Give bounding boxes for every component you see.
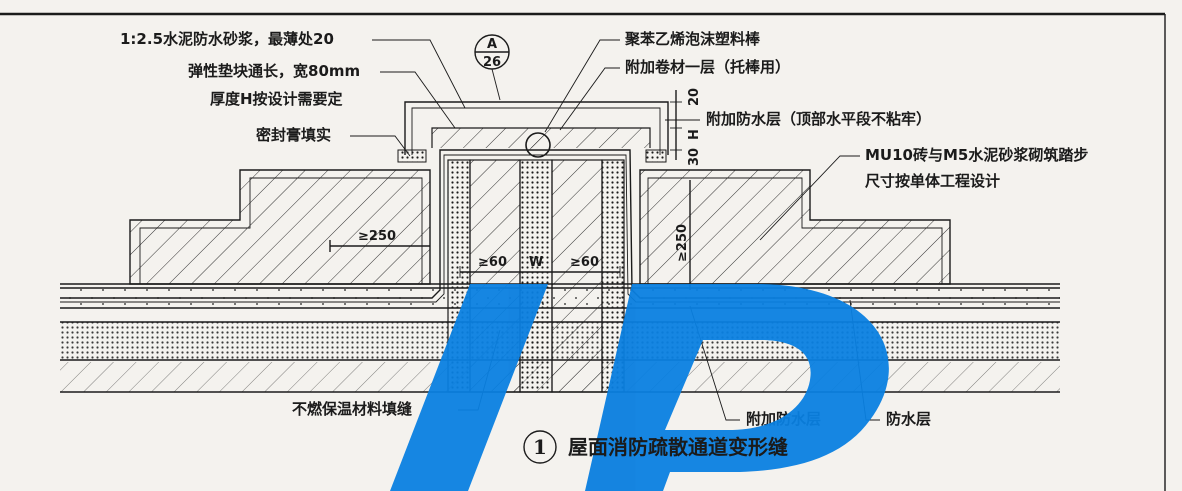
callout-top: A — [487, 37, 497, 52]
label-sealant: 密封膏填实 — [256, 126, 331, 144]
dim-30: 30 — [687, 148, 702, 166]
caption-title: 屋面消防疏散通道变形缝 — [568, 435, 788, 459]
dimensions: ≥250 ≥60 W ≥60 ≥250 20 H 30 — [329, 88, 702, 290]
joint-cover — [397, 101, 669, 163]
section-callout: A 26 — [474, 34, 510, 101]
caption: 1 屋面消防疏散通道变形缝 — [523, 430, 788, 464]
foam-rod — [525, 132, 551, 158]
label-waterproof: 防水层 — [886, 410, 931, 428]
dim-250-left: ≥250 — [358, 229, 396, 244]
right-brick-step — [639, 169, 951, 285]
label-brick-step-2: 尺寸按单体工程设计 — [865, 172, 1000, 190]
dim-60-left: ≥60 — [478, 255, 507, 270]
label-brick-step-1: MU10砖与M5水泥砂浆砌筑踏步 — [865, 146, 1088, 164]
left-brick-step — [129, 169, 431, 285]
label-foam-rod: 聚苯乙烯泡沫塑料棒 — [624, 30, 761, 48]
dim-h: H — [687, 129, 702, 140]
label-insulation-fill: 不燃保温材料填缝 — [292, 400, 412, 418]
dim-250-right: ≥250 — [675, 224, 690, 262]
caption-number: 1 — [533, 435, 547, 459]
dim-20: 20 — [687, 88, 702, 106]
watermark-logo — [390, 284, 889, 491]
label-cushion-block: 弹性垫块通长，宽80mm — [188, 62, 360, 80]
label-extra-membrane: 附加卷材一层（托棒用） — [625, 58, 790, 76]
label-extra-waterproof-top: 附加防水层（顶部水平段不粘牢） — [706, 110, 931, 128]
callout-bottom: 26 — [483, 55, 501, 70]
dim-60-right: ≥60 — [570, 255, 599, 270]
label-thickness-h: 厚度H按设计需要定 — [210, 90, 343, 108]
dim-w: W — [529, 255, 543, 270]
label-mortar: 1:2.5水泥防水砂浆，最薄处20 — [120, 30, 334, 48]
